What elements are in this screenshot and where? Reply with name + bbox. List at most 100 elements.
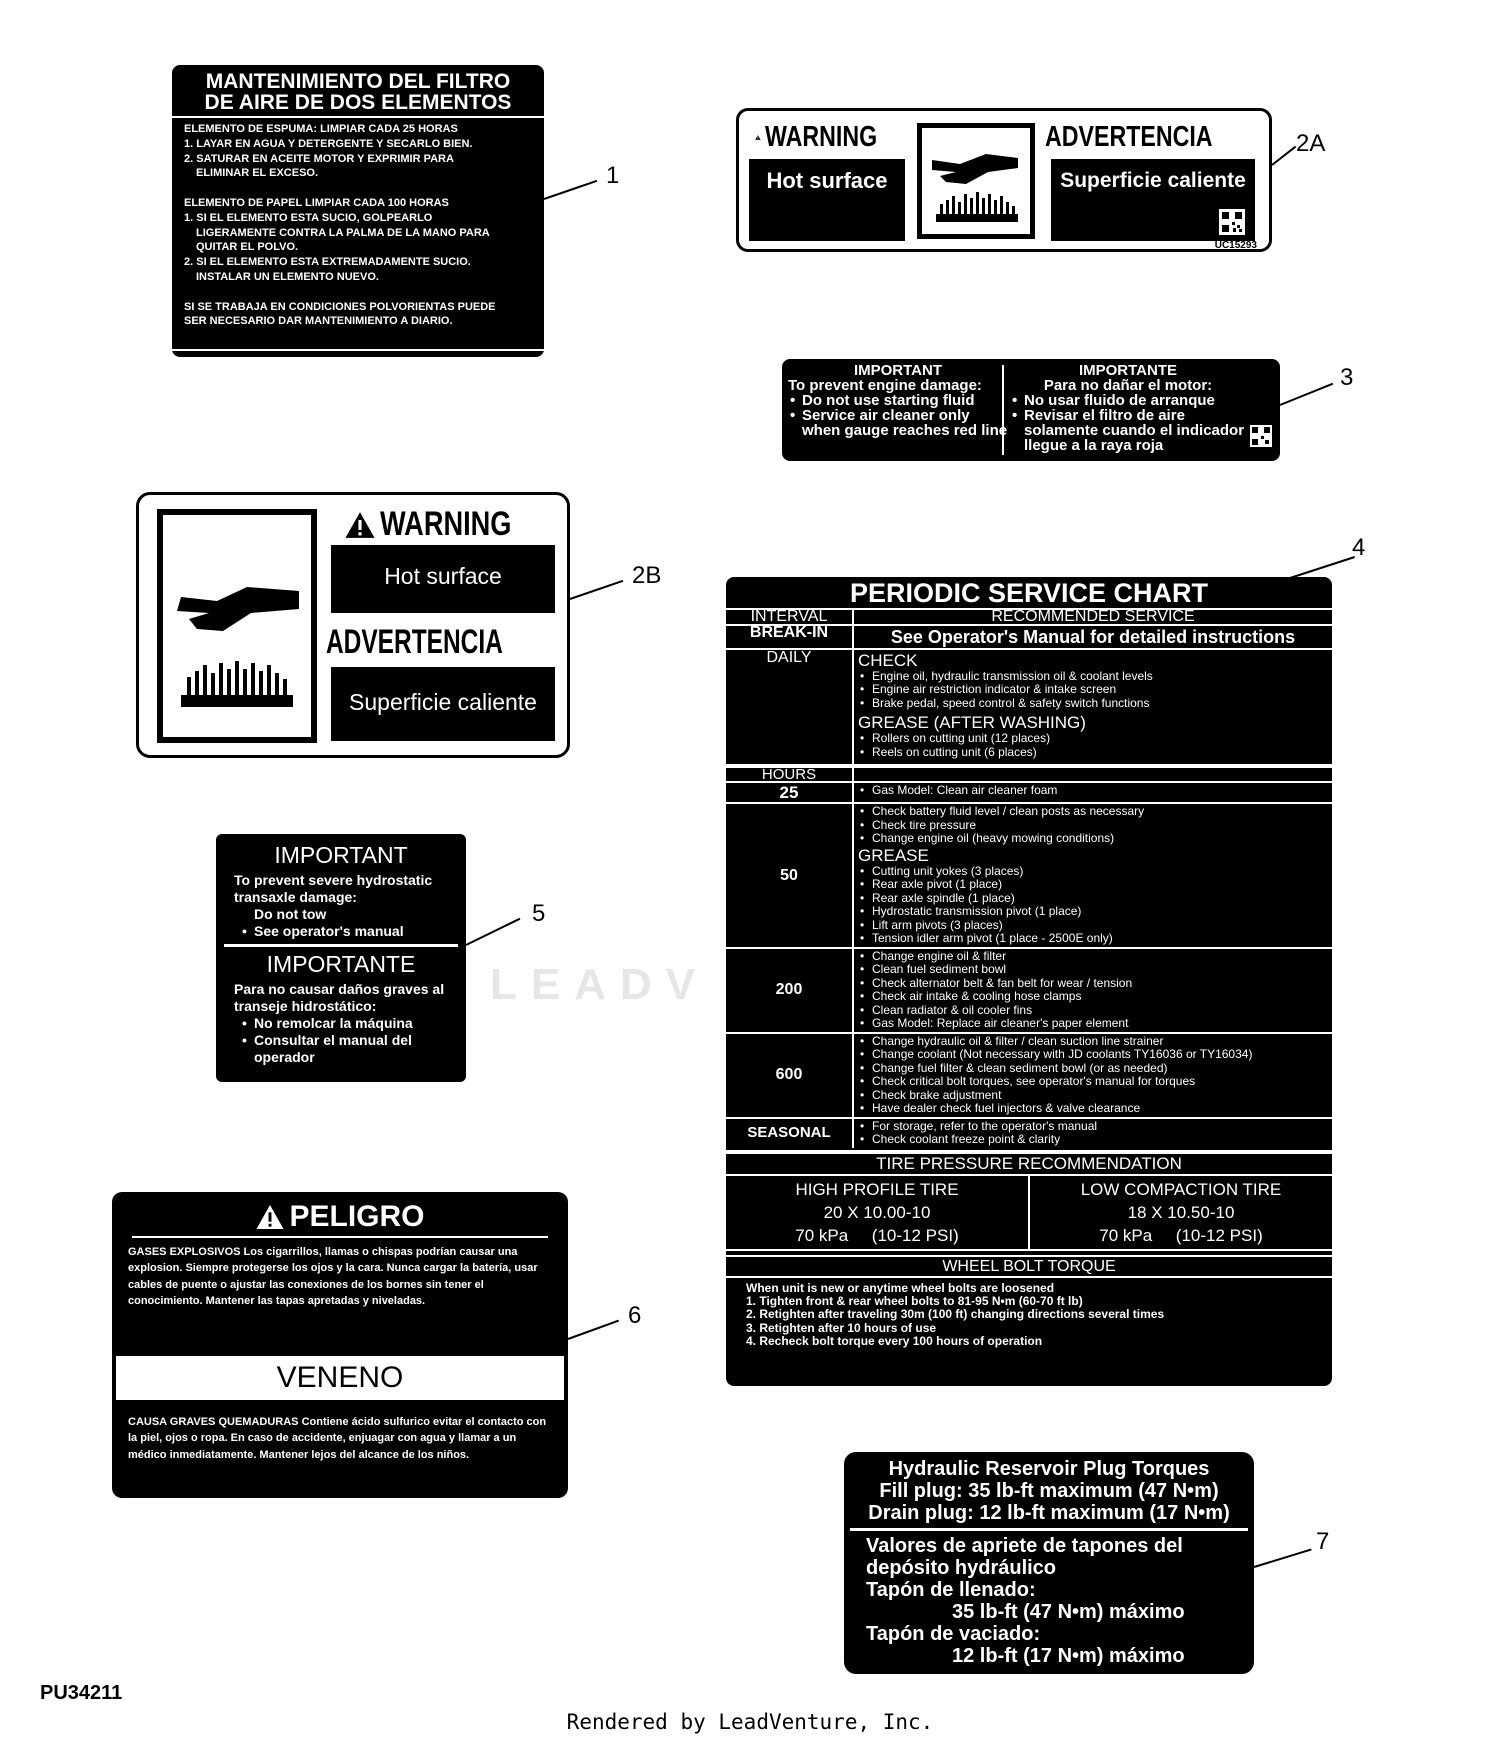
service-item: Clean radiator & oil cooler fins: [858, 1003, 1328, 1018]
tapon-llenado-label: Tapón de llenado:: [866, 1579, 1036, 1601]
advertencia-label: ADVERTENCIA: [1045, 121, 1213, 153]
service-item: Check alternator belt & fan belt for wea…: [858, 976, 1328, 991]
superficie-caliente-box: Superficie caliente: [331, 667, 555, 741]
warning-triangle-icon: [345, 511, 375, 538]
grease-after-heading: GREASE (AFTER WASHING): [858, 713, 1086, 732]
decal3-left-subtitle: To prevent engine damage:: [788, 377, 982, 394]
decal5-title-en: IMPORTANT: [274, 842, 408, 868]
service-item: Check air intake & cooling hose clamps: [858, 989, 1328, 1004]
decal3-left-item: Do not use starting fluid: [788, 393, 1008, 408]
important-engine-damage-decal: IMPORTANT To prevent engine damage: Do n…: [782, 359, 1280, 461]
wheel-bolt-line: 2. Retighten after traveling 30m (100 ft…: [746, 1307, 1165, 1322]
tire-pressure-title: TIRE PRESSURE RECOMMENDATION: [876, 1153, 1182, 1173]
daily-grease-list: Rollers on cutting unit (12 places)Reels…: [858, 731, 1328, 759]
decal1-title-line2: DE AIRE DE DOS ELEMENTOS: [204, 91, 512, 114]
decal2b-pictogram-frame: [157, 509, 317, 743]
decal1-line: [184, 181, 532, 196]
service-item: Clean fuel sediment bowl: [858, 962, 1328, 977]
decal5-see-manual: See operator's manual: [240, 923, 448, 940]
seasonal-list: For storage, refer to the operator's man…: [858, 1119, 1328, 1147]
service-header: RECOMMENDED SERVICE: [853, 608, 1332, 625]
decal1-text: ELEMENTO DE ESPUMA: LIMPIAR CADA 25 HORA…: [184, 122, 532, 329]
hours-200-label: 200: [726, 946, 854, 1033]
decal3-right-item: Revisar el filtro de aire solamente cuan…: [1010, 408, 1246, 453]
callout-1: 1: [606, 162, 620, 189]
hand-heat-icon: [177, 587, 299, 707]
hot-surface-box: Hot surface: [749, 159, 905, 241]
tapon-vaciado-label: Tapón de vaciado:: [866, 1623, 1041, 1645]
high-profile-size: 20 X 10.00-10: [823, 1202, 931, 1222]
low-compaction-pressure: 70 kPa (10-12 PSI): [1099, 1225, 1263, 1245]
decal1-title-line1: MANTENIMIENTO DEL FILTRO: [205, 70, 511, 93]
watermark-text: LEADV: [490, 960, 710, 1009]
callout-5: 5: [532, 900, 546, 927]
periodic-service-chart-decal: PERIODIC SERVICE CHART INTERVAL RECOMMEN…: [726, 577, 1332, 1386]
superficie-caliente-text: Superficie caliente: [1060, 169, 1246, 192]
decal1-line: 1. LAYAR EN AGUA Y DETERGENTE Y SECARLO …: [184, 137, 473, 150]
decal1-line: INSTALAR UN ELEMENTO NUEVO.: [196, 270, 379, 283]
decal1-line: ELEMENTO DE ESPUMA: LIMPIAR CADA 25 HORA…: [184, 123, 458, 135]
service-item: Check coolant freeze point & clarity: [858, 1132, 1328, 1147]
callout-4: 4: [1352, 534, 1366, 561]
hours-600-list: Change hydraulic oil & filter / clean su…: [858, 1034, 1328, 1116]
hot-surface-warning-decal-2a: WARNING Hot surface ADVERTENCIA Superfic…: [736, 108, 1272, 252]
decal5-es-list: No remolcar la máquinaConsultar el manua…: [234, 1015, 448, 1066]
daily-check-list: Engine oil, hydraulic transmission oil &…: [858, 669, 1328, 711]
decal5-es-item: Consultar el manual del operador: [240, 1032, 448, 1066]
danger-triangle-icon: [256, 1205, 285, 1229]
hours-50-label: 50: [726, 802, 854, 948]
decal3-right-list: No usar fluido de arranqueRevisar el fil…: [1010, 393, 1246, 453]
superficie-caliente-box: Superficie caliente: [1051, 159, 1255, 241]
service-item: Change hydraulic oil & filter / clean su…: [858, 1034, 1328, 1049]
service-item: Gas Model: Clean air cleaner foam: [858, 783, 1328, 798]
decal5-title-es: IMPORTANTE: [266, 951, 416, 977]
breakin-text: See Operator's Manual for detailed instr…: [853, 623, 1332, 649]
service-item: Check battery fluid level / clean posts …: [858, 804, 1328, 819]
veneno-band: VENENO: [116, 1356, 564, 1400]
decal3-left-title: IMPORTANT: [853, 362, 943, 379]
decal-code: UC15293: [1214, 240, 1257, 251]
torque-title-en: Hydraulic Reservoir Plug Torques: [888, 1458, 1210, 1480]
decal1-line: SI SE TRABAJA EN CONDICIONES POLVORIENTA…: [184, 300, 496, 313]
drain-plug-en: Drain plug: 12 lb-ft maximum (17 N•m): [868, 1502, 1230, 1524]
decal1-line: 2. SI EL ELEMENTO ESTA EXTREMADAMENTE SU…: [184, 256, 471, 269]
service-item: Change fuel filter & clean sediment bowl…: [858, 1061, 1328, 1076]
advertencia-label: ADVERTENCIA: [326, 623, 504, 661]
decal1-line: 1. SI EL ELEMENTO ESTA SUCIO, GOLPEARLO: [184, 211, 433, 224]
hours-200-list: Change engine oil & filterClean fuel sed…: [858, 949, 1328, 1031]
wheel-bolt-line: 3. Retighten after 10 hours of use: [746, 1320, 937, 1335]
hours-25-label: 25: [726, 781, 854, 803]
service-item: Tension idler arm pivot (1 place - 2500E…: [858, 931, 1328, 946]
hot-surface-box: Hot surface: [331, 545, 555, 613]
chart-title: PERIODIC SERVICE CHART: [849, 578, 1209, 608]
service-item: Check brake adjustment: [858, 1088, 1328, 1103]
decal3-right-subtitle: Para no dañar el motor:: [1043, 377, 1213, 394]
decal3-left-list: Do not use starting fluidService air cle…: [788, 393, 1008, 438]
fill-plug-en: Fill plug: 35 lb-ft maximum (47 N•m): [879, 1480, 1219, 1502]
service-item: Check tire pressure: [858, 818, 1328, 833]
hours-label: HOURS: [726, 763, 854, 782]
hours-25-list: Gas Model: Clean air cleaner foam: [858, 783, 1328, 798]
peligro-battery-decal: PELIGRO GASES EXPLOSIVOS Los cigarrillos…: [112, 1192, 568, 1498]
important-hydrostatic-decal: IMPORTANT To prevent severe hydrostatic …: [216, 834, 466, 1082]
wheel-bolt-text: When unit is new or anytime wheel bolts …: [726, 1278, 1332, 1353]
hydraulic-plug-torque-decal: Hydraulic Reservoir Plug Torques Fill pl…: [844, 1452, 1254, 1674]
gases-text: GASES EXPLOSIVOS Los cigarrillos, llamas…: [128, 1246, 538, 1308]
service-item: Cutting unit yokes (3 places): [858, 864, 1328, 879]
service-item: Change engine oil & filter: [858, 949, 1328, 964]
low-compaction-size: 18 X 10.50-10: [1127, 1202, 1235, 1222]
high-profile-pressure: 70 kPa (10-12 PSI): [795, 1225, 959, 1245]
tapon-vaciado-value: 12 lb-ft (17 N•m) máximo: [952, 1645, 1185, 1667]
decal1-line: LIGERAMENTE CONTRA LA PALMA DE LA MANO P…: [196, 226, 490, 239]
grease-heading: GREASE: [858, 845, 929, 865]
daily-label: DAILY: [726, 647, 854, 766]
service-item: Hydrostatic transmission pivot (1 place): [858, 904, 1328, 919]
veneno-label: VENENO: [276, 1361, 404, 1394]
tapon-llenado-value: 35 lb-ft (47 N•m) máximo: [952, 1601, 1185, 1623]
callout-6: 6: [628, 1302, 642, 1329]
decal3-right-item: No usar fluido de arranque: [1010, 393, 1246, 408]
wheel-bolt-title: WHEEL BOLT TORQUE: [726, 1257, 1332, 1278]
service-item: Rollers on cutting unit (12 places): [858, 731, 1328, 746]
hand-heat-icon: [932, 154, 1018, 222]
warning-label: WARNING: [379, 505, 512, 543]
